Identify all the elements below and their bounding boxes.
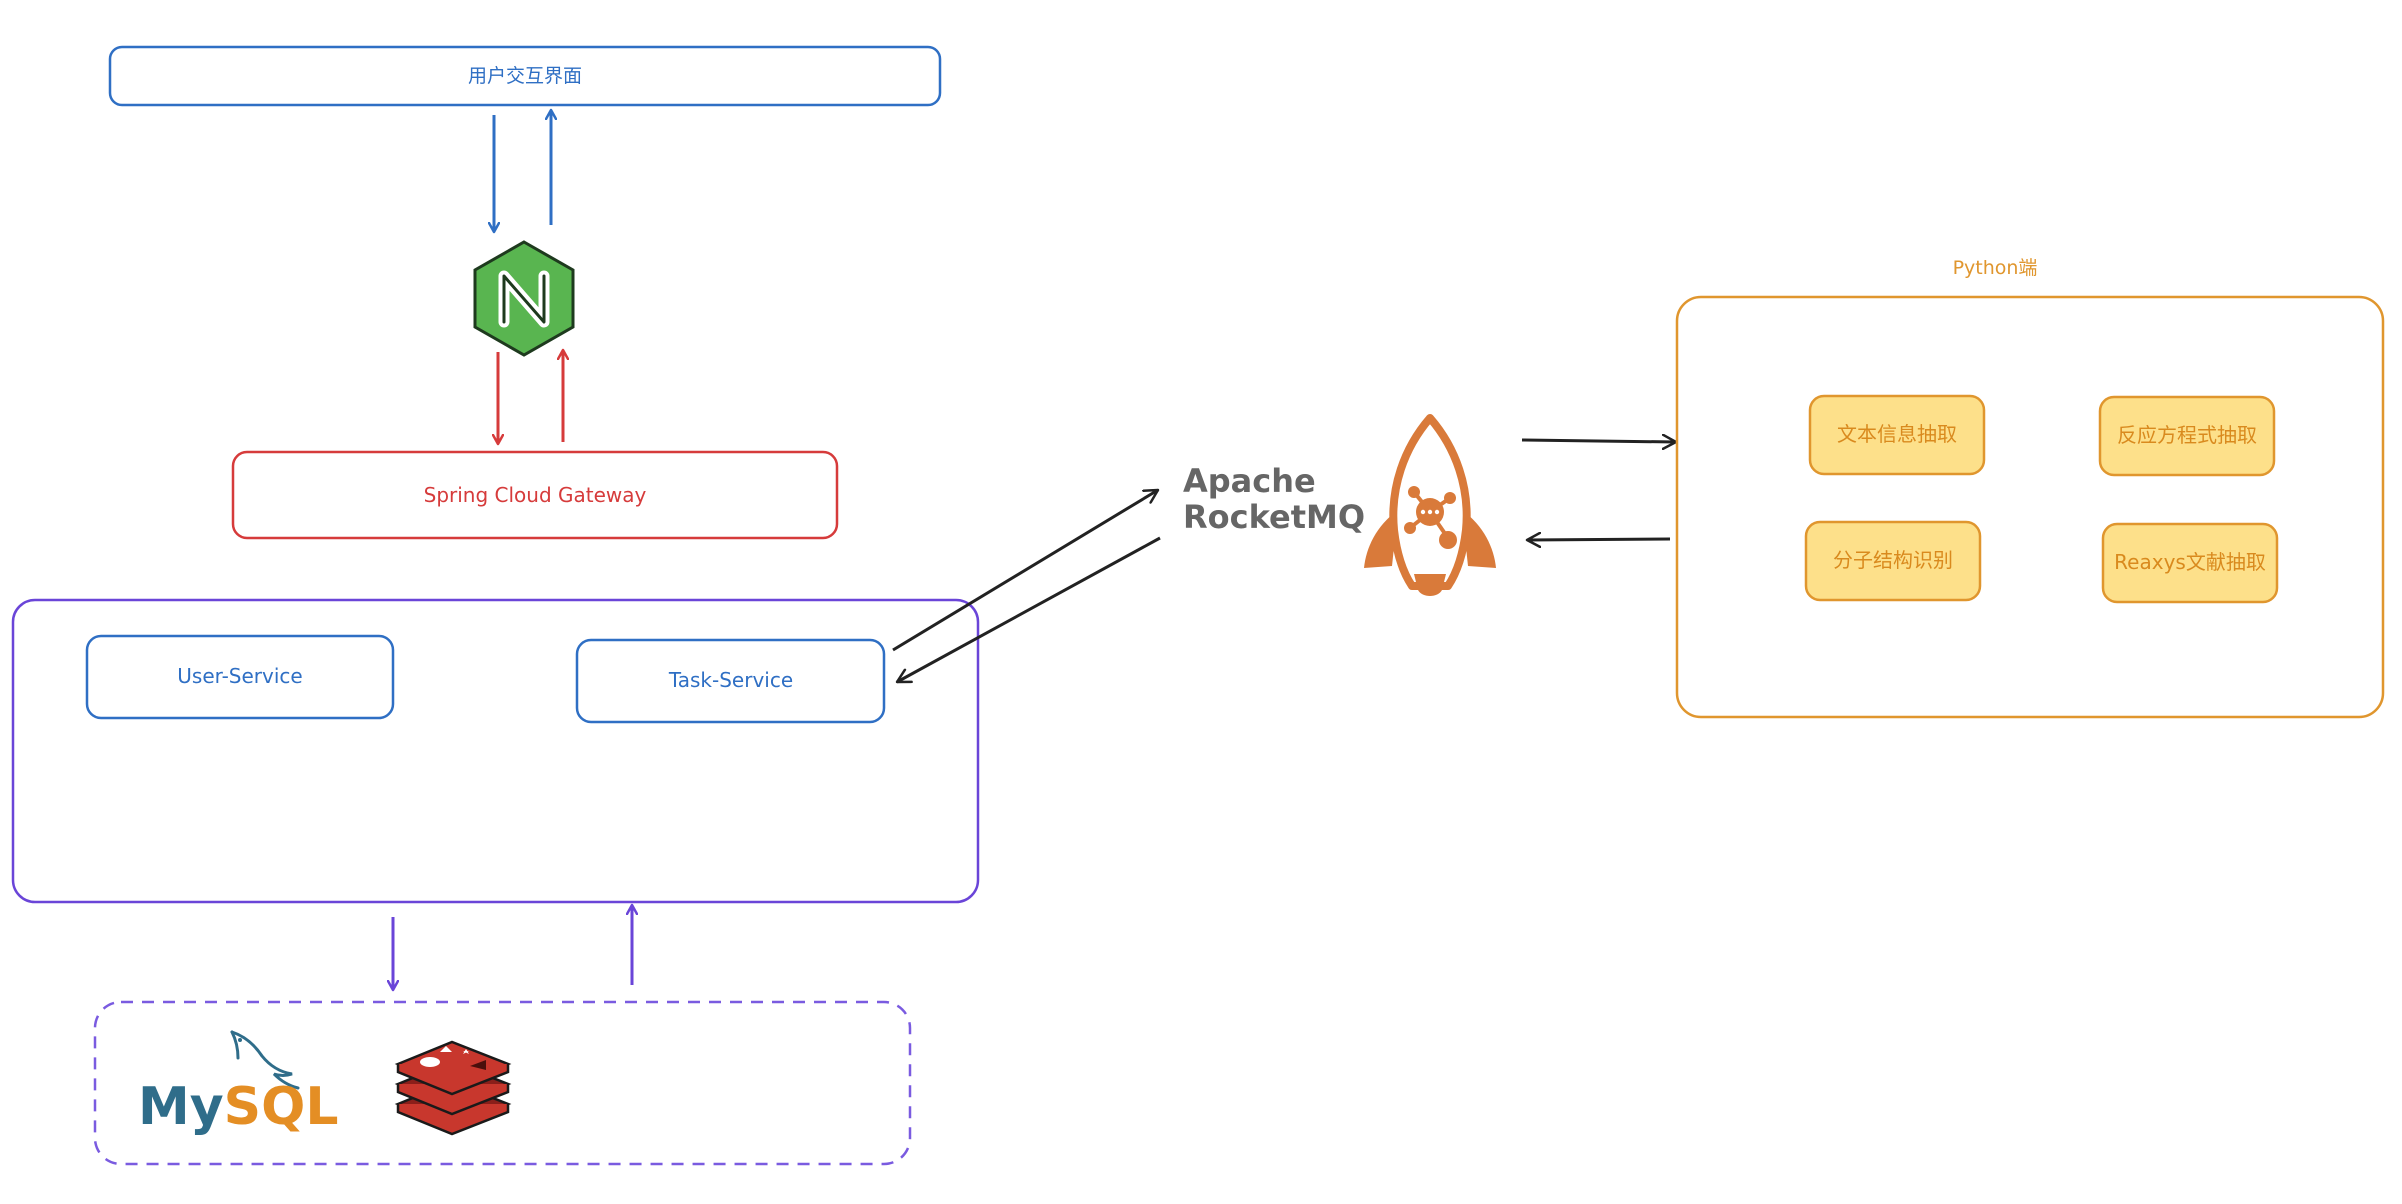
- storage-box: [93, 1000, 912, 1166]
- gateway-label: Spring Cloud Gateway: [424, 483, 647, 507]
- module-label-text-extract: 文本信息抽取: [1837, 422, 1957, 446]
- module-label-reaction-extract: 反应方程式抽取: [2117, 423, 2257, 447]
- python-container: [1675, 295, 2385, 719]
- module-box-reaxys-extract: [2101, 522, 2279, 604]
- user-service-box: [85, 634, 395, 720]
- user-service-label: User-Service: [177, 664, 302, 688]
- task-service-label: Task-Service: [668, 668, 793, 692]
- task-to-mq-arrow: [892, 488, 1158, 652]
- module-box-reaction-extract: [2098, 395, 2276, 477]
- module-label-reaxys-extract: Reaxys文献抽取: [2114, 550, 2266, 574]
- module-box-text-extract: [1808, 394, 1986, 476]
- redis-stack-icon: [394, 1040, 512, 1136]
- mq-to-task-arrow: [897, 536, 1161, 684]
- mq-to-python-arrow: [1521, 440, 1676, 442]
- mysql-logo-text: MySQL: [138, 1077, 338, 1137]
- rocketmq-rocket-icon: [1364, 414, 1496, 596]
- task-service-box: [575, 638, 886, 724]
- rocketmq-line2: RocketMQ: [1183, 498, 1365, 536]
- python-to-mq-arrow: [1527, 539, 1671, 540]
- services-container: [11, 598, 980, 904]
- mysql-dolphin-icon: [230, 1030, 300, 1090]
- module-box-molecule-recognition: [1804, 520, 1982, 602]
- module-label-molecule-recognition: 分子结构识别: [1833, 548, 1953, 572]
- rocketmq-line1: Apache: [1183, 462, 1316, 500]
- ui-box: [108, 45, 942, 107]
- ui-label: 用户交互界面: [468, 65, 582, 87]
- gateway-box: [231, 450, 839, 540]
- nginx-logo-icon: [473, 240, 575, 357]
- python-title: Python端: [1953, 257, 2038, 279]
